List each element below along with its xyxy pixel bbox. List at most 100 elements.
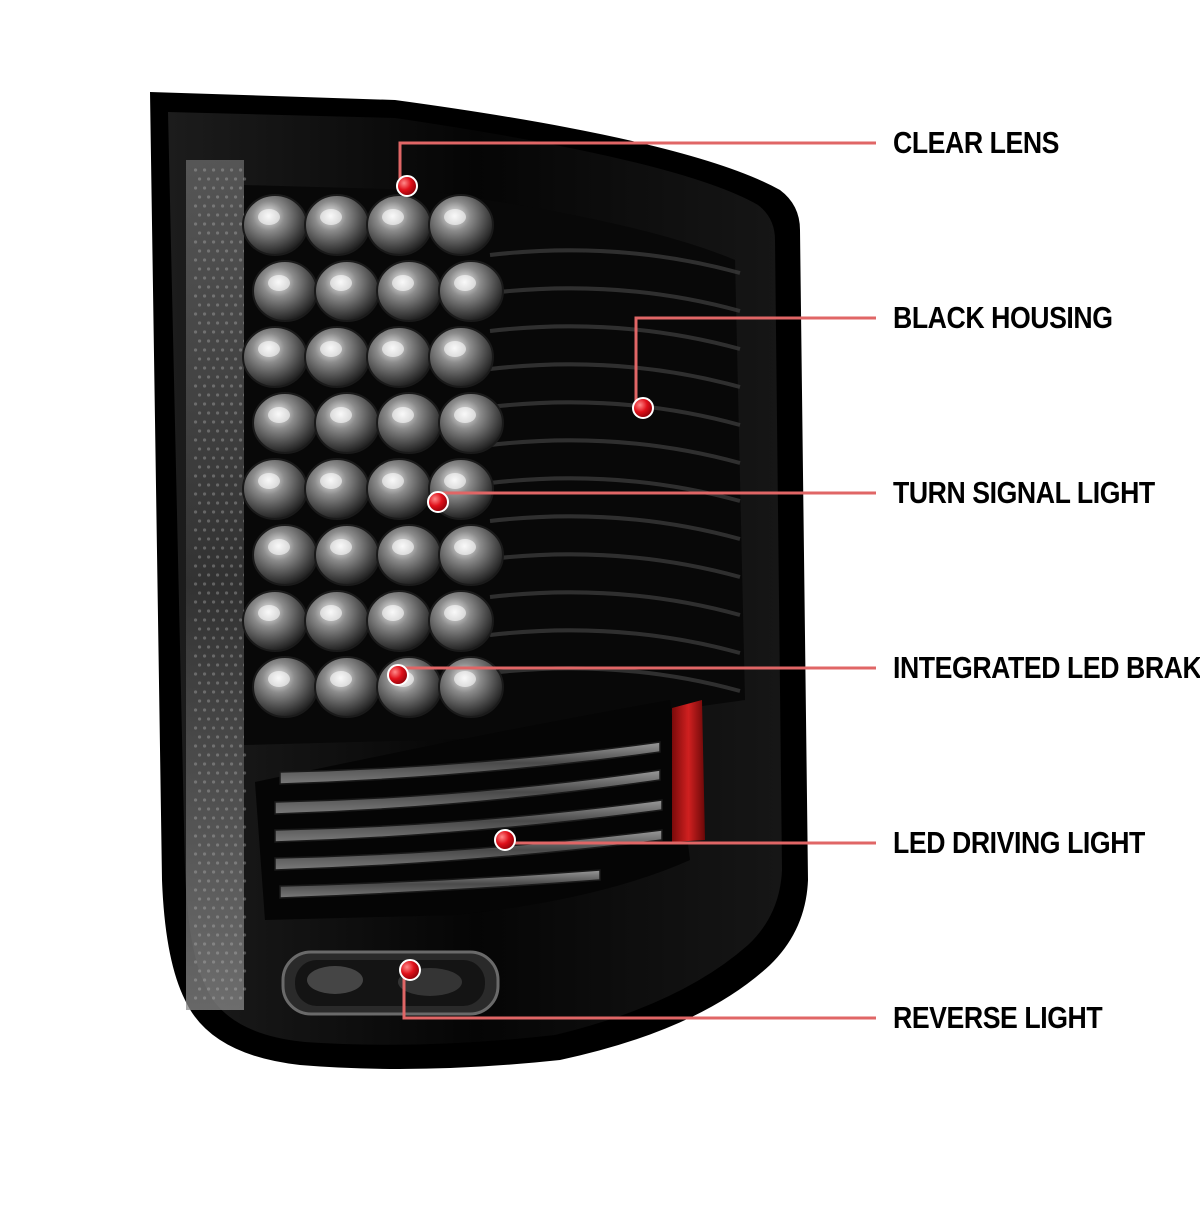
- reflector-facet: [224, 609, 229, 613]
- reflector-facet: [215, 771, 220, 775]
- reflector-facet: [224, 825, 229, 829]
- reflector-facet: [211, 258, 216, 262]
- reflector-facet: [233, 537, 238, 541]
- reflector-facet: [238, 204, 243, 208]
- reflector-facet: [202, 960, 207, 964]
- reflector-facet: [197, 825, 202, 829]
- callout-dot-turn-signal: [427, 491, 449, 513]
- housing-rib: [489, 552, 741, 579]
- reflector-facet: [215, 735, 220, 739]
- reflector-facet: [238, 330, 243, 334]
- reflector-facet: [224, 429, 229, 433]
- reflector-facet: [206, 897, 211, 901]
- reflector-facet: [238, 744, 243, 748]
- reflector-facet: [202, 690, 207, 694]
- reflector-facet: [206, 303, 211, 307]
- reflector-facet: [238, 384, 243, 388]
- reflector-facet: [197, 969, 202, 973]
- reflector-facet: [211, 618, 216, 622]
- reflector-facet: [220, 402, 225, 406]
- reflector-facet: [193, 780, 198, 784]
- reflector-facet: [206, 627, 211, 631]
- reflector-facet: [238, 708, 243, 712]
- reflector-facet: [211, 744, 216, 748]
- led-bulb: [304, 458, 370, 520]
- reflector-facet: [211, 690, 216, 694]
- reflector-facet: [224, 699, 229, 703]
- reflector-facet: [238, 222, 243, 226]
- reflector-facet: [202, 186, 207, 190]
- reflector-facet: [233, 645, 238, 649]
- reflector-facet: [233, 411, 238, 415]
- reflector-facet: [197, 951, 202, 955]
- reflector-facet: [233, 339, 238, 343]
- reflector-facet: [206, 411, 211, 415]
- led-bulb: [252, 260, 318, 322]
- reflector-facet: [215, 303, 220, 307]
- reflector-facet: [206, 609, 211, 613]
- reflector-facet: [238, 798, 243, 802]
- reflector-facet: [229, 942, 234, 946]
- reflector-facet: [197, 987, 202, 991]
- led-bulb: [366, 458, 432, 520]
- reflector-facet: [202, 546, 207, 550]
- reflector-facet: [224, 861, 229, 865]
- reflector-facet: [229, 168, 234, 172]
- reflector-facet: [211, 546, 216, 550]
- housing-ribs: [489, 248, 741, 693]
- reflector-facet: [202, 384, 207, 388]
- reflector-facet: [211, 996, 216, 1000]
- reflector-facet: [224, 717, 229, 721]
- reflector-facet: [202, 402, 207, 406]
- reflector-facet: [211, 852, 216, 856]
- reflector-facet: [211, 960, 216, 964]
- reflector-facet: [238, 672, 243, 676]
- reflector-facet: [193, 888, 198, 892]
- led-bulb: [366, 194, 432, 256]
- reflector-facet: [202, 906, 207, 910]
- reflector-facet: [197, 303, 202, 307]
- reflector-facet: [220, 204, 225, 208]
- reflector-facet: [206, 321, 211, 325]
- reflector-facet: [215, 447, 220, 451]
- reflector-facet: [206, 465, 211, 469]
- reflector-facet: [197, 375, 202, 379]
- reflector-facet: [202, 492, 207, 496]
- reflector-facet: [202, 780, 207, 784]
- reflector-facet: [193, 312, 198, 316]
- reflector-facet: [193, 996, 198, 1000]
- reflector-facet: [215, 843, 220, 847]
- reflector-facet: [229, 456, 234, 460]
- reflector-facet: [193, 258, 198, 262]
- reflector-facet: [220, 330, 225, 334]
- housing-rib: [489, 362, 741, 389]
- reflector-facet: [215, 969, 220, 973]
- reflector-facet: [197, 591, 202, 595]
- reflector-facet: [233, 591, 238, 595]
- driving-light-bar: [279, 869, 601, 899]
- reflector-facet: [206, 807, 211, 811]
- reflector-facet: [197, 393, 202, 397]
- reflector-facet: [206, 231, 211, 235]
- reflector-facet: [229, 780, 234, 784]
- reflector-facet: [197, 357, 202, 361]
- reflector-facet: [193, 294, 198, 298]
- reflector-facet: [206, 195, 211, 199]
- reflector-facet: [206, 213, 211, 217]
- reflector-facet: [206, 987, 211, 991]
- reflector-facet: [220, 690, 225, 694]
- reflector-facet: [220, 618, 225, 622]
- reflector-facet: [211, 834, 216, 838]
- reflector-facet: [233, 501, 238, 505]
- reflector-facet: [211, 348, 216, 352]
- reflector-facet: [238, 780, 243, 784]
- reflector-facet: [238, 690, 243, 694]
- reflector-facet: [206, 429, 211, 433]
- reflector-facet: [211, 726, 216, 730]
- reflector-facet: [215, 753, 220, 757]
- reflector-facet: [197, 879, 202, 883]
- reflector-facet: [233, 735, 238, 739]
- reflector-facet: [202, 744, 207, 748]
- reflector-facet: [233, 915, 238, 919]
- reflector-facet: [215, 933, 220, 937]
